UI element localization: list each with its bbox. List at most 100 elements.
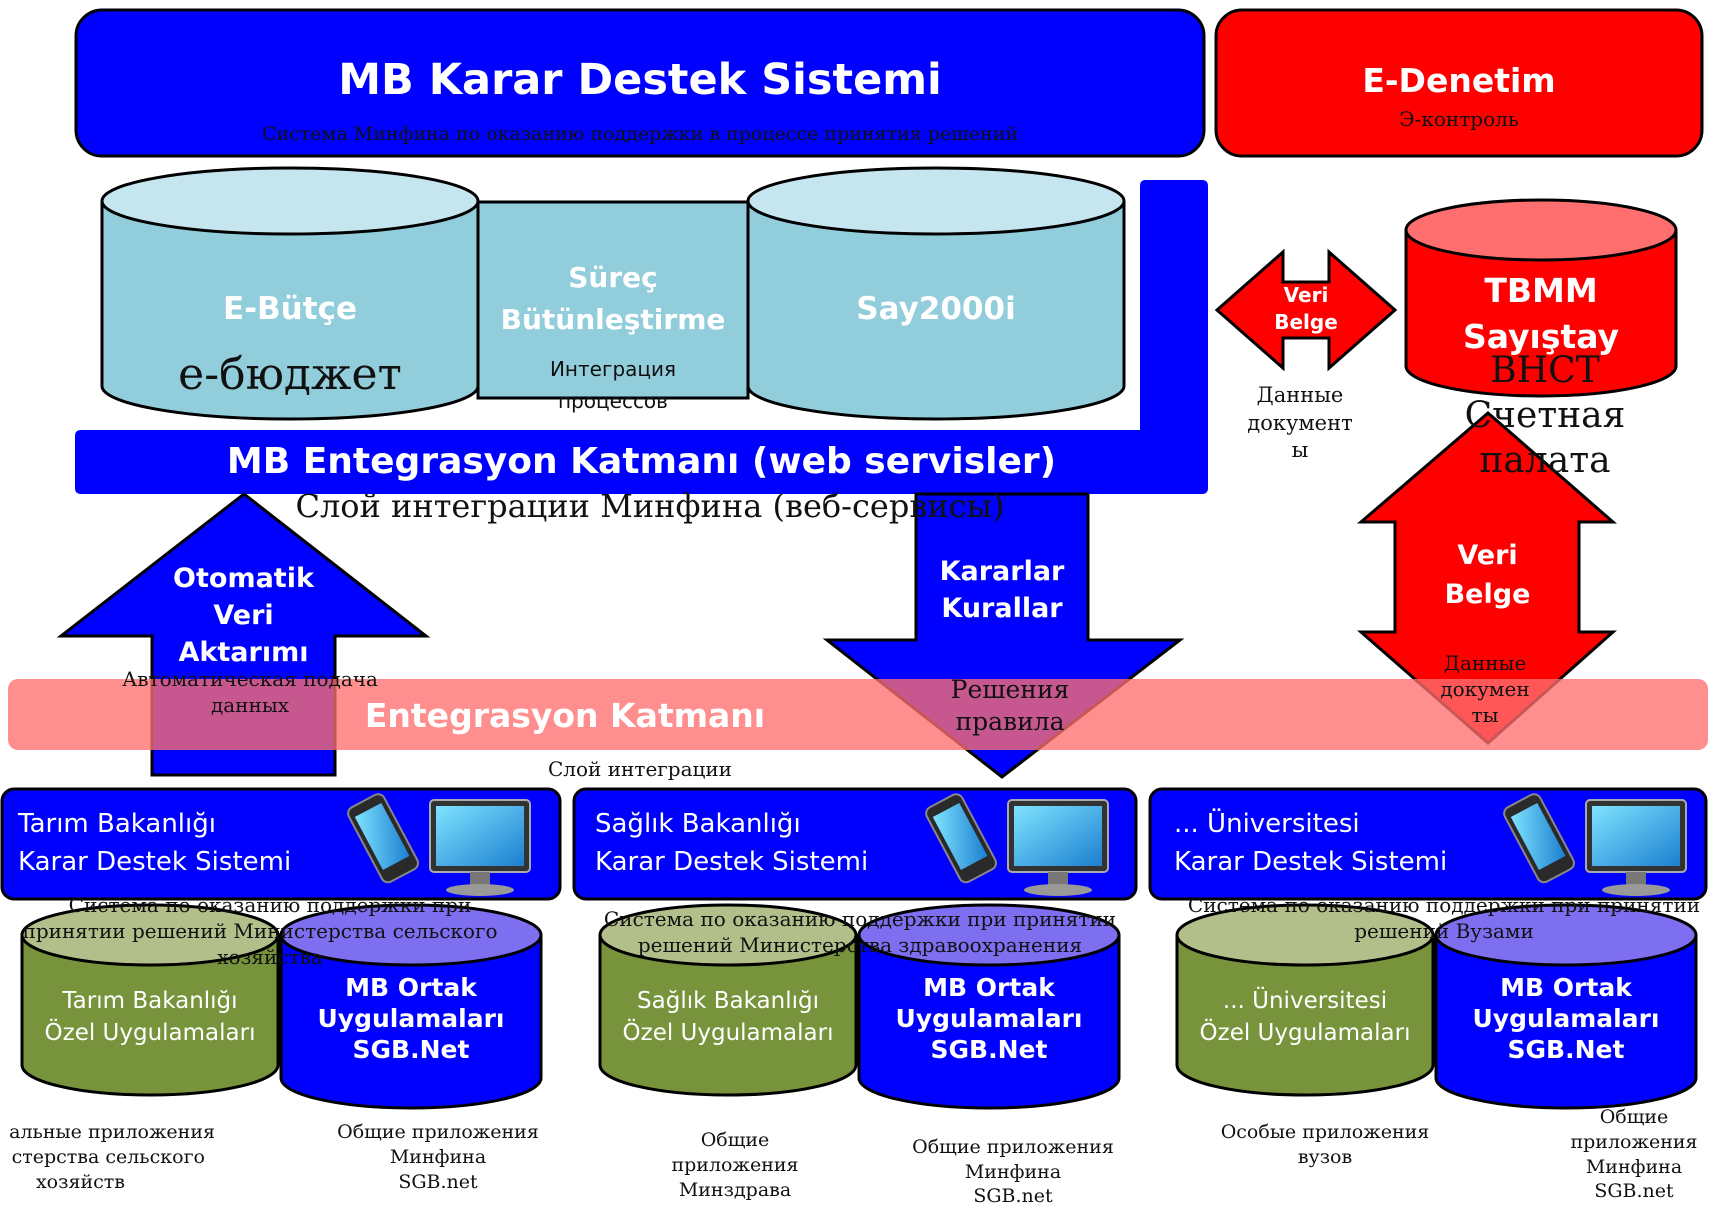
olive-cylinder-saglik xyxy=(598,903,858,1097)
surec-ru-line1: Интеграция xyxy=(549,357,677,381)
say2000i-label: Say2000i xyxy=(856,291,1016,327)
cap-universite-1a: Особые приложения xyxy=(1220,1121,1430,1143)
ebutce-ru-label: е-бюджет xyxy=(178,349,402,400)
down-arrow-line2: Kurallar xyxy=(941,593,1063,624)
cap-tarim-1b: стерства сельского xyxy=(11,1146,205,1168)
tbmm-line1: TBMM xyxy=(1484,271,1598,310)
cap-saglik-2c: SGB.net xyxy=(973,1185,1053,1207)
blue-tarim-line2: Uygulamaları xyxy=(317,1004,505,1033)
blue-saglik-line1: MB Ortak xyxy=(923,973,1055,1002)
olive-cylinder-tarim xyxy=(20,903,280,1097)
cap-saglik-1b: приложения xyxy=(671,1154,799,1176)
cap-tarim-2a: Общие приложения xyxy=(337,1121,539,1143)
blue-universite-line2: Uygulamaları xyxy=(1472,1004,1660,1033)
down-arrow-ru1: Решения xyxy=(950,675,1070,704)
entegrasyon-band xyxy=(8,679,1708,750)
cap-universite-2c: Минфина xyxy=(1585,1156,1683,1178)
kds-title: MB Karar Destek Sistemi xyxy=(338,55,942,105)
blue-tarim-line3: SGB.Net xyxy=(352,1035,470,1064)
device-icon xyxy=(925,793,1109,896)
surec-line2: Bütünleştirme xyxy=(500,303,726,336)
tbmm-ru2: Счетная xyxy=(1464,395,1626,436)
surec-ru-line2: процессов xyxy=(558,389,668,413)
veri-belge-small-ru3: ы xyxy=(1291,438,1309,462)
olive-saglik-line2: Özel Uygulamaları xyxy=(622,1020,834,1046)
veri-belge-big-line1: Veri xyxy=(1457,540,1518,571)
cap-saglik-1c: Минздрава xyxy=(678,1179,792,1201)
ministry-universite-line2: Karar Destek Sistemi xyxy=(1174,847,1448,877)
say2000i-cylinder xyxy=(746,166,1126,421)
ministry-universite-line1: ... Üniversitesi xyxy=(1174,809,1360,839)
blue-tarim-line1: MB Ortak xyxy=(345,973,477,1002)
ministry-universite-ru1: Система по оказанию поддержки при принят… xyxy=(1187,893,1701,917)
device-icon xyxy=(347,793,531,896)
cap-saglik-1a: Общие xyxy=(700,1129,770,1151)
olive-universite-line1: ... Üniversitesi xyxy=(1222,988,1388,1014)
olive-saglik-line1: Sağlık Bakanlığı xyxy=(637,988,819,1014)
blue-cylinder-tarim xyxy=(279,903,543,1110)
entegrasyon-band-ru: Слой интеграции xyxy=(547,757,733,781)
cap-universite-1b: вузов xyxy=(1297,1146,1353,1168)
kds-box xyxy=(74,8,1206,158)
blue-cylinder-saglik xyxy=(857,903,1121,1110)
kds-subtitle-text: Система Минфина по оказанию поддержки в … xyxy=(261,123,1019,145)
blue-cylinder-universite xyxy=(1434,903,1698,1110)
edenetim-subtitle: Э-контроль xyxy=(1399,107,1519,131)
cap-saglik-2b: Минфина xyxy=(964,1161,1062,1183)
veri-belge-small-ru2: документ xyxy=(1247,411,1353,435)
cap-tarim-1a: альные приложения xyxy=(9,1121,215,1143)
ebutce-label: E-Bütçe xyxy=(223,291,357,327)
cap-universite-2a: Общие xyxy=(1599,1106,1669,1128)
down-arrow-line1: Kararlar xyxy=(939,556,1065,587)
ministry-tarim-line2: Karar Destek Sistemi xyxy=(18,847,292,877)
cap-tarim-2c: SGB.net xyxy=(398,1171,478,1193)
ministry-box-saglik xyxy=(572,787,1138,901)
olive-universite-line2: Özel Uygulamaları xyxy=(1199,1020,1411,1046)
up-arrow-line3: Aktarımı xyxy=(178,637,309,668)
cap-universite-2b: приложения xyxy=(1570,1131,1698,1153)
veri-belge-big-ru3: ты xyxy=(1471,703,1499,727)
ministry-tarim-ru2: принятии решений Министерства сельского xyxy=(22,919,498,943)
blue-universite-line3: SGB.Net xyxy=(1507,1035,1625,1064)
tbmm-ru1: ВНСТ xyxy=(1490,350,1600,391)
ministry-saglik-line1: Sağlık Bakanlığı xyxy=(595,809,801,839)
edenetim-box xyxy=(1214,8,1704,158)
blue-saglik-line2: Uygulamaları xyxy=(895,1004,1083,1033)
up-arrow-line1: Otomatik xyxy=(173,563,314,594)
entegrasyon-band-title: Entegrasyon Katmanı xyxy=(364,696,766,735)
ministry-tarim-line1: Tarım Bakanlığı xyxy=(18,809,216,839)
cap-tarim-2b: Минфина xyxy=(389,1146,487,1168)
up-arrow-ru1: Автоматическая подача xyxy=(122,667,378,691)
cap-saglik-2a: Общие приложения xyxy=(912,1136,1114,1158)
ministry-box-tarim xyxy=(0,787,562,901)
ministry-saglik-ru1: Система по оказанию поддержки при принят… xyxy=(603,907,1117,931)
olive-cylinder-universite xyxy=(1175,903,1435,1097)
edenetim-title: E-Denetim xyxy=(1362,61,1556,100)
tbmm-line2: Sayıştay xyxy=(1462,317,1620,356)
veri-belge-small-line2: Belge xyxy=(1274,310,1338,334)
up-arrow-line2: Veri xyxy=(213,600,274,631)
mb-entegrasyon-ru: Слой интеграции Минфина (веб-сервисы) xyxy=(295,487,1005,525)
kds-subtitle: Система Минфина по оказанию поддержки в … xyxy=(240,123,1040,146)
up-arrow-ru2: данных xyxy=(210,693,290,717)
veri-belge-small-arrow xyxy=(1214,248,1398,372)
mb-entegrasyon-title: MB Entegrasyon Katmanı (web servisler) xyxy=(226,441,1057,482)
ebutce-cylinder xyxy=(100,166,480,421)
ministry-universite-ru2: решений Вузами xyxy=(1354,919,1534,943)
veri-belge-big-line2: Belge xyxy=(1444,579,1531,610)
blue-universite-line1: MB Ortak xyxy=(1500,973,1632,1002)
cap-tarim-1c: хозяйств xyxy=(35,1171,125,1193)
ministry-tarim-ru3: хозяйства xyxy=(217,945,323,969)
blue-saglik-line3: SGB.Net xyxy=(930,1035,1048,1064)
veri-belge-big-ru2: докумен xyxy=(1440,677,1530,701)
olive-tarim-line1: Tarım Bakanlığı xyxy=(62,988,238,1014)
mb-entegrasyon-bar xyxy=(75,180,1208,494)
cap-universite-2d: SGB.net xyxy=(1594,1180,1674,1202)
ministry-saglik-line2: Karar Destek Sistemi xyxy=(595,847,869,877)
tbmm-ru3: палата xyxy=(1479,440,1611,481)
down-arrow-ru2: правила xyxy=(955,707,1065,736)
olive-tarim-line2: Özel Uygulamaları xyxy=(44,1020,256,1046)
veri-belge-small-ru1: Данные xyxy=(1256,383,1344,407)
veri-belge-small-line1: Veri xyxy=(1283,283,1329,307)
